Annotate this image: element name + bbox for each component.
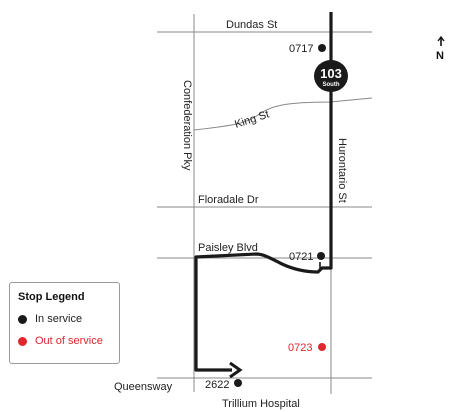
in-service-dot-icon — [18, 314, 27, 324]
legend-title: Stop Legend — [18, 291, 85, 303]
north-letter: N — [436, 50, 444, 62]
legend-row-in-service: In service — [18, 313, 119, 325]
route-103-path — [194, 12, 333, 372]
stop-0721-label: 0721 — [289, 251, 313, 263]
stop-0717-label: 0717 — [289, 43, 313, 55]
stop-0717-dot — [318, 44, 326, 52]
legend-out-of-service-label: Out of service — [35, 335, 103, 347]
stop-0721-dot — [317, 252, 325, 260]
route-end-arrow — [229, 361, 243, 379]
stop-0723-label: 0723 — [288, 342, 312, 354]
queensway-label: Queensway — [114, 381, 173, 393]
route-direction: South — [323, 82, 340, 88]
legend-in-service-label: In service — [35, 313, 83, 325]
stop-0723-dot — [318, 343, 326, 351]
king-st-line — [193, 97, 373, 131]
stop-2622-label: 2622 — [205, 379, 229, 391]
king-st-label: King St — [233, 108, 270, 130]
hurontario-st-label: Hurontario St — [336, 138, 348, 203]
stop-legend: Stop Legend In service Out of service — [9, 282, 120, 364]
confederation-pky-label: Confederation Pky — [181, 80, 193, 171]
stop-2622-dot — [234, 379, 242, 387]
route-103-badge: 103 South — [314, 60, 348, 92]
dundas-st-label: Dundas St — [226, 19, 277, 31]
floradale-dr-label: Floradale Dr — [198, 194, 259, 206]
route-number: 103 — [320, 66, 342, 81]
destination-label: Trillium Hospital — [222, 398, 300, 410]
north-arrow-icon: N — [436, 35, 445, 62]
legend-row-out-of-service: Out of service — [18, 335, 119, 347]
out-of-service-dot-icon — [18, 336, 27, 346]
route-turn-hook — [319, 262, 326, 269]
paisley-blvd-label: Paisley Blvd — [198, 242, 258, 254]
